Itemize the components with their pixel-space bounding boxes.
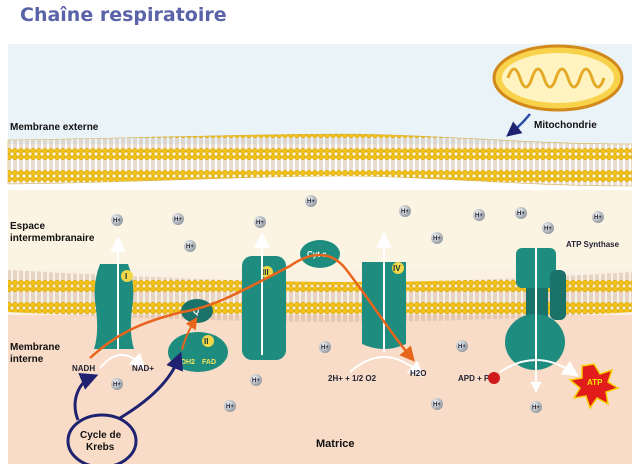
- complex-iii-label: III: [262, 268, 269, 277]
- complex-iv-label: IV: [393, 264, 401, 273]
- inner-membrane-label-line2: interne: [10, 354, 44, 365]
- complex-i-label: I: [125, 272, 127, 281]
- proton-ion: H+: [172, 213, 184, 225]
- proton-label: H+: [226, 404, 234, 410]
- proton-ion: H+: [184, 240, 196, 252]
- complex-iii: III: [242, 232, 286, 360]
- nad-label: NAD+: [132, 364, 154, 373]
- outer-membrane: [7, 133, 632, 187]
- mitochondrion-label: Mitochondrie: [534, 120, 597, 131]
- intermembrane-label-line2: intermembranaire: [10, 233, 95, 244]
- complex-ii-label: II: [204, 337, 208, 346]
- proton-ion: H+: [592, 211, 604, 223]
- ubiquinone-q: Q: [181, 299, 213, 323]
- proton-ion: H+: [515, 207, 527, 219]
- fadh2-label: FADH2: [172, 359, 195, 366]
- atp-synthase: ATP Synthase: [505, 240, 620, 392]
- intermembrane-label-line1: Espace: [10, 221, 45, 232]
- proton-ion: H+: [431, 398, 443, 410]
- mitochondrion-illustration: [492, 44, 624, 137]
- proton-ion: H+: [399, 205, 411, 217]
- electron-path: [89, 253, 415, 362]
- proton-ion: H+: [542, 222, 554, 234]
- proton-ion: H+: [431, 232, 443, 244]
- proton-label: H+: [113, 218, 121, 224]
- proton-label: H+: [252, 378, 260, 384]
- proton-label: H+: [532, 405, 540, 411]
- proton-ion: H+: [250, 374, 262, 386]
- complex-i: I: [94, 236, 134, 350]
- proton-label: H+: [458, 344, 466, 350]
- water-label: H2O: [410, 369, 426, 378]
- proton-ion: H+: [319, 341, 331, 353]
- proton-label: H+: [174, 217, 182, 223]
- oxygen-arrow: [349, 356, 425, 378]
- phosphate-icon: [488, 372, 500, 384]
- q-label: Q: [193, 307, 199, 316]
- nadh-arrow: [99, 352, 146, 370]
- atp-arrow: [499, 359, 579, 377]
- proton-ion: H+: [305, 195, 317, 207]
- atp-label: ATP: [587, 378, 603, 387]
- proton-label: H+: [401, 209, 409, 215]
- proton-label: H+: [594, 215, 602, 221]
- page-title: Chaîne respiratoire: [20, 4, 227, 26]
- proton-label: H+: [475, 213, 483, 219]
- proton-ion: H+: [456, 340, 468, 352]
- apd-pi-label: APD + Pi: [458, 374, 492, 383]
- proton-label: H+: [433, 402, 441, 408]
- inner-membrane-label-line1: Membrane: [10, 342, 60, 353]
- proton-label: H+: [256, 220, 264, 226]
- proton-ion: H+: [224, 400, 236, 412]
- proton-ion: H+: [111, 214, 123, 226]
- proton-ion: H+: [254, 216, 266, 228]
- krebs-cycle: Cycle de Krebs: [66, 351, 184, 464]
- inner-membrane: [8, 270, 632, 322]
- proton-ion: H+: [111, 378, 123, 390]
- proton-ion: H+: [530, 401, 542, 413]
- proton-label: H+: [433, 236, 441, 242]
- proton-label: H+: [517, 211, 525, 217]
- atp-synthase-label: ATP Synthase: [566, 240, 620, 249]
- krebs-label-line2: Krebs: [86, 442, 115, 453]
- matrix-label: Matrice: [316, 438, 355, 450]
- atp-burst: ATP: [568, 363, 620, 410]
- inner-membrane-label: Membrane interne: [10, 342, 63, 365]
- proton-label: H+: [113, 382, 121, 388]
- krebs-label-line1: Cycle de: [80, 430, 122, 441]
- krebs-label: Cycle de Krebs: [80, 430, 124, 453]
- fadh2-electron-path: [181, 317, 198, 351]
- nadh-label: NADH: [72, 364, 95, 373]
- oxygen-reaction-label: 2H+ + 1/2 O2: [328, 374, 377, 383]
- outer-membrane-label: Membrane externe: [10, 122, 99, 133]
- complex-ii: II FADH2 FAD: [168, 332, 228, 372]
- proton-label: H+: [544, 226, 552, 232]
- proton-label: H+: [321, 345, 329, 351]
- fad-label: FAD: [202, 359, 216, 366]
- complex-iv: IV: [362, 232, 406, 352]
- protons: H+ H+ H+ H+ H+ H+ H+ H+ H+ H+ H+ H+ H+ H…: [111, 195, 604, 413]
- proton-ion: H+: [473, 209, 485, 221]
- intermembrane-label: Espace intermembranaire: [10, 221, 95, 244]
- proton-label: H+: [307, 199, 315, 205]
- proton-label: H+: [186, 244, 194, 250]
